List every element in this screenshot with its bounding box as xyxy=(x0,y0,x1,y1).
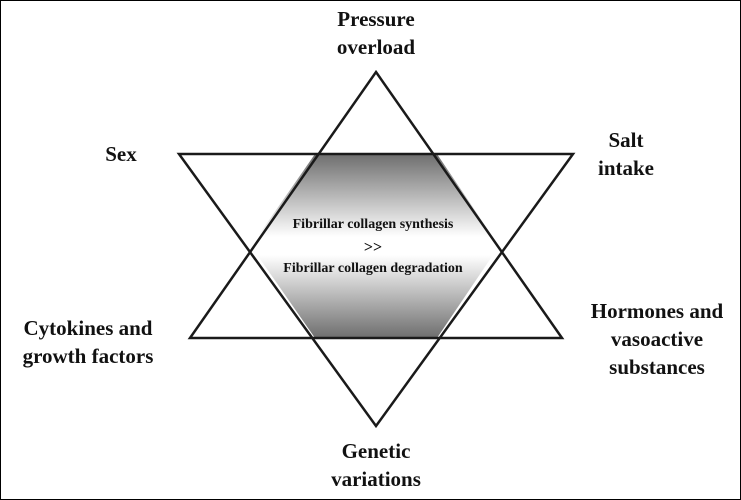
label-salt-intake: Salt intake xyxy=(597,128,654,180)
label-sex: Sex xyxy=(105,142,137,166)
label-genetic-variations: Genetic variations xyxy=(331,439,421,491)
label-hormones-vasoactive-substances: Hormones and vasoactive substances xyxy=(590,299,724,379)
center-synthesis-text: Fibrillar collagen synthesis xyxy=(292,217,454,232)
label-pressure-overload: Pressure overload xyxy=(336,7,416,59)
downward-triangle xyxy=(176,152,576,429)
center-degradation-text: Fibrillar collagen degradation xyxy=(283,261,463,276)
center-greater-than-symbol: >> xyxy=(363,239,383,256)
upward-triangle xyxy=(187,69,565,340)
label-cytokines-growth-factors: Cytokines and growth factors xyxy=(22,316,154,368)
central-hexagon xyxy=(251,154,499,338)
